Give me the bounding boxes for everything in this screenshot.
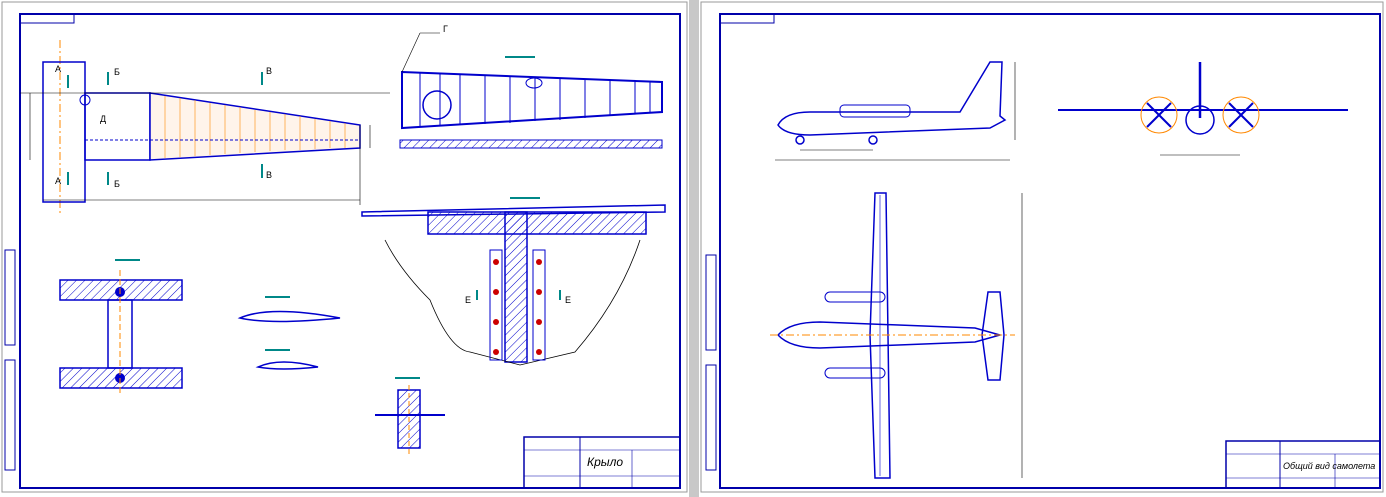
label-g: Г <box>443 24 448 34</box>
wing-joint-detail: Е Е <box>361 197 666 366</box>
rib-section-view <box>59 259 183 395</box>
aircraft-side-view <box>775 61 1016 161</box>
svg-text:Б: Б <box>114 67 120 77</box>
wing-spar-view: Г <box>399 24 663 149</box>
right-frame <box>719 13 1381 489</box>
section-marker-a: А А <box>55 64 69 186</box>
sheet-title-left: Крыло <box>587 455 623 469</box>
airfoil-sections <box>237 296 341 370</box>
right-sheet: Общий вид самолета <box>700 1 1384 493</box>
sheet-divider <box>689 0 699 497</box>
svg-text:Е: Е <box>465 295 471 305</box>
aircraft-front-view <box>1058 62 1348 156</box>
section-marker-b: Б Б <box>107 67 120 189</box>
aircraft-top-view <box>770 192 1023 479</box>
title-block-right: Общий вид самолета <box>1225 440 1381 489</box>
label-d: Д <box>100 114 106 124</box>
wing-plan-view: А А Б Б В В Д <box>20 40 390 215</box>
left-sheet: А А Б Б В В Д <box>1 1 688 493</box>
sheet-title-right: Общий вид самолета <box>1283 461 1375 471</box>
svg-text:Е: Е <box>565 295 571 305</box>
bolt-detail <box>375 377 445 455</box>
svg-text:Б: Б <box>114 179 120 189</box>
svg-text:В: В <box>266 170 272 180</box>
svg-text:А: А <box>55 64 61 74</box>
left-frame <box>19 13 681 489</box>
svg-text:А: А <box>55 176 61 186</box>
title-block-left: Крыло <box>523 436 681 489</box>
section-marker-v: В В <box>261 66 272 180</box>
svg-text:В: В <box>266 66 272 76</box>
